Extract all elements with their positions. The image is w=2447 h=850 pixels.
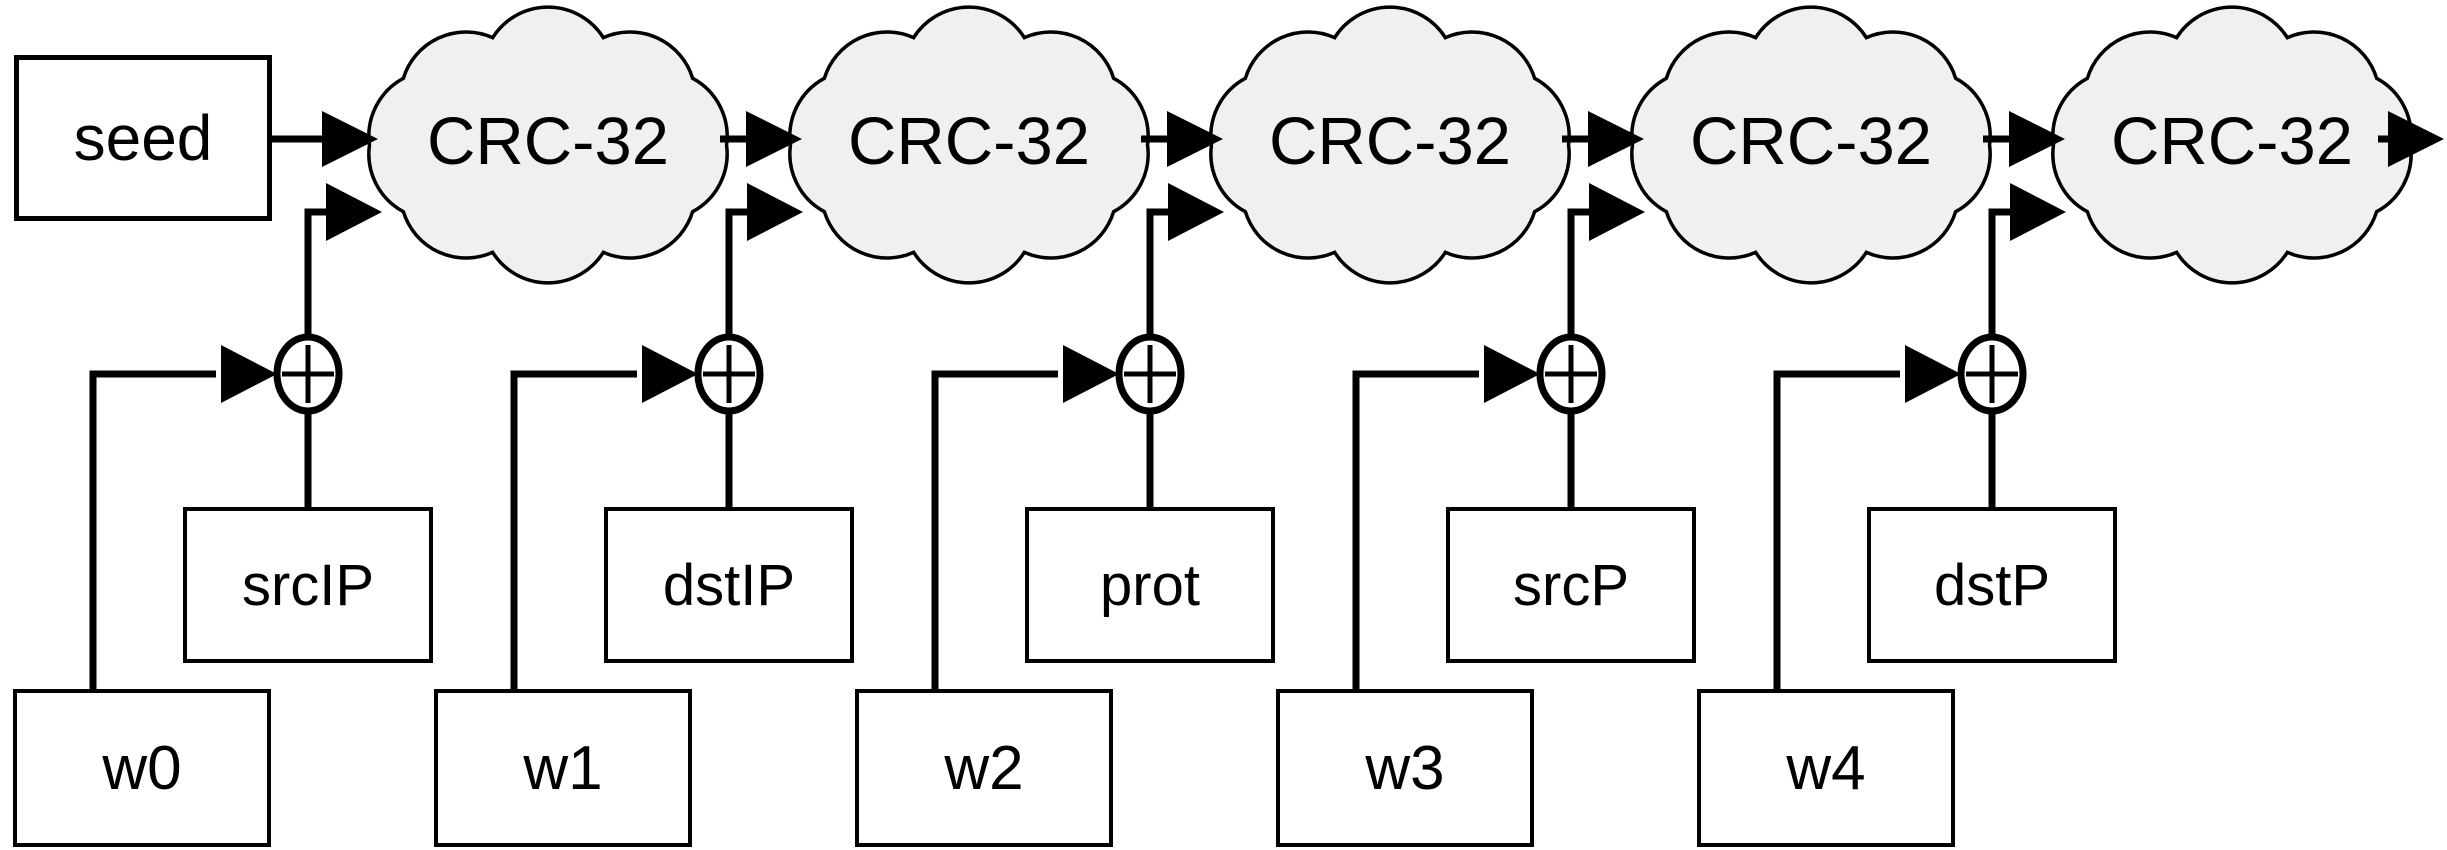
field-box-srcip: srcIP	[183, 507, 433, 663]
field-box-prot: prot	[1025, 507, 1275, 663]
crc32-cloud-label-4: CRC-32	[1690, 103, 1932, 179]
weight-box-w0: w0	[13, 689, 271, 847]
crc32-cloud-label-2: CRC-32	[848, 103, 1090, 179]
seed-label: seed	[73, 102, 213, 174]
arrow-crc3-to-crc4	[1562, 111, 1644, 167]
weight-box-w3: w3	[1276, 689, 1534, 847]
field-box-dstp: dstP	[1867, 507, 2117, 663]
weight-box-w4: w4	[1697, 689, 1955, 847]
arrow-seed-to-crc1	[272, 111, 378, 167]
field-box-srcp: srcP	[1446, 507, 1696, 663]
arrow-crc4-to-crc5	[1983, 111, 2065, 167]
crc32-cloud-label-3: CRC-32	[1269, 103, 1511, 179]
crc32-cloud-label-1: CRC-32	[427, 103, 669, 179]
arrow-hash-output	[2378, 111, 2444, 167]
field-box-dstip: dstIP	[604, 507, 854, 663]
crc32-cloud-label-5: CRC-32	[2111, 103, 2353, 179]
seed-box: seed	[14, 55, 272, 221]
weight-box-w2: w2	[855, 689, 1113, 847]
arrow-crc1-to-crc2	[720, 111, 802, 167]
weight-box-w1: w1	[434, 689, 692, 847]
arrow-crc2-to-crc3	[1141, 111, 1223, 167]
